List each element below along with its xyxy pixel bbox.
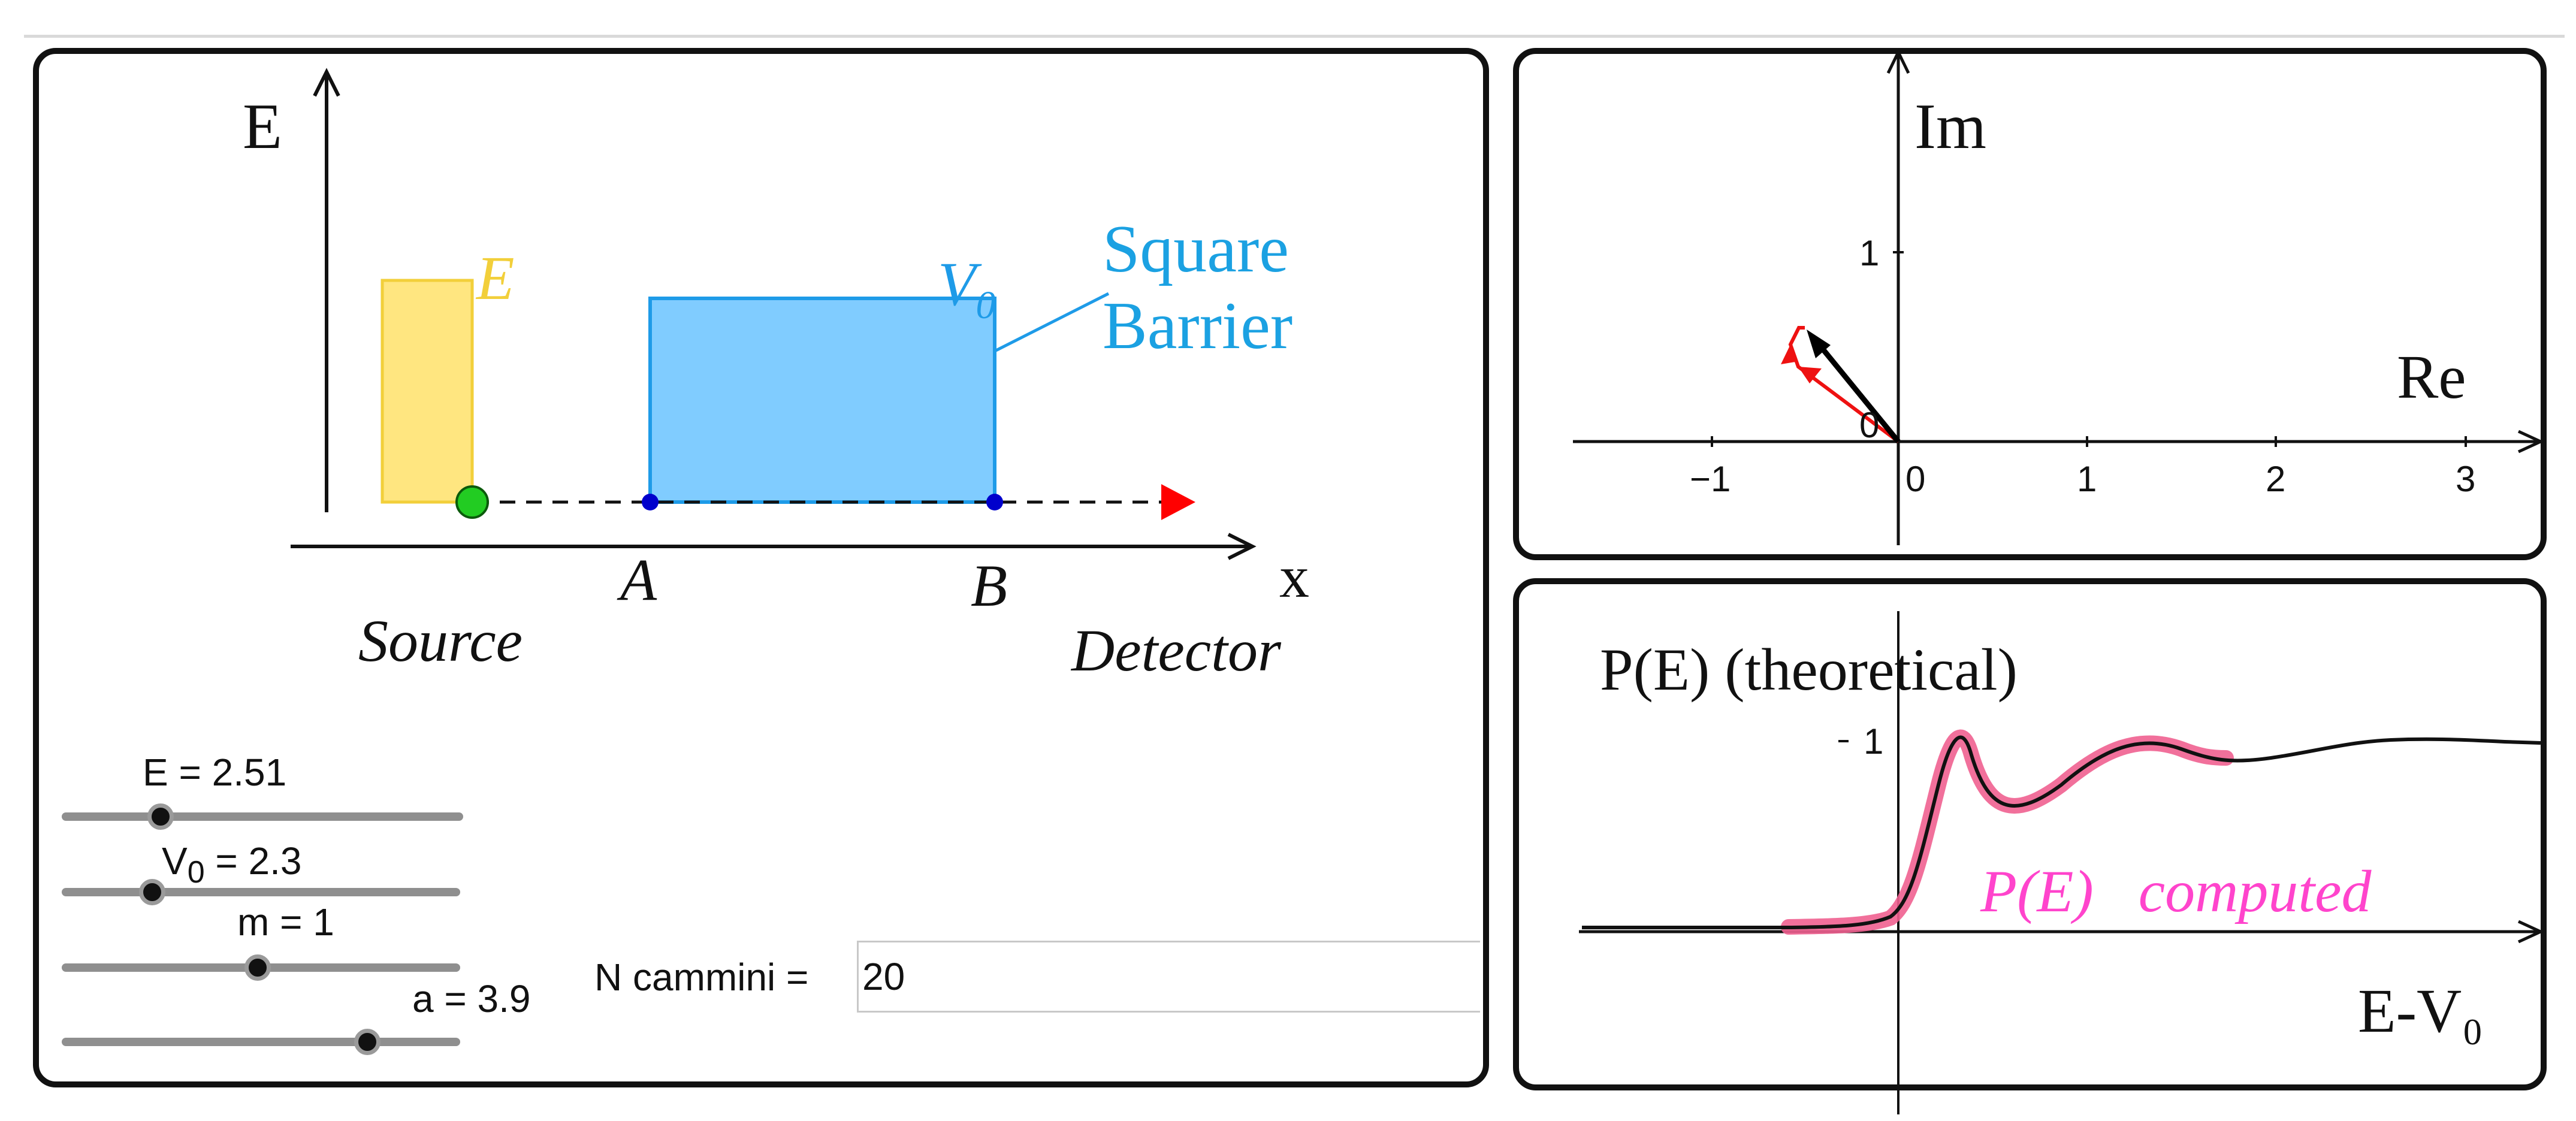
slider-label-mass: m = 1 — [237, 901, 334, 944]
slider-knob-energy[interactable] — [147, 803, 174, 830]
point-b-dot — [986, 494, 1003, 510]
resultant-vector — [1813, 339, 1901, 443]
source-point[interactable] — [455, 485, 489, 519]
im-axis-label: Im — [1914, 91, 1986, 162]
detector-arrow — [1161, 484, 1195, 520]
path-vector-arrow-1 — [1798, 367, 1822, 383]
re-tick-label-1: 1 — [2077, 459, 2097, 499]
im-axis-arrow — [1886, 49, 1910, 74]
re-axis-label: Re — [2397, 343, 2466, 412]
n-cammini-label: N cammini = — [594, 956, 809, 999]
barrier-caption-line — [995, 292, 1110, 352]
point-b-label: B — [971, 552, 1008, 619]
pe-x-axis-arrow — [2517, 920, 2544, 944]
point-a-label: A — [620, 546, 657, 613]
complex-plane-panel — [1513, 48, 2547, 560]
slider-label-width: a = 3.9 — [412, 977, 531, 1020]
energy-axis-arrow — [313, 68, 340, 97]
pe-title: P(E) (theoretical) — [1600, 636, 2018, 703]
n-cammini-input[interactable] — [857, 941, 1480, 1013]
position-axis-label: x — [1279, 543, 1309, 610]
re-tick-label-neg1: −1 — [1690, 459, 1731, 499]
origin-label: 0 — [1859, 405, 1880, 445]
source-label: Source — [358, 608, 523, 674]
point-a-dot — [642, 494, 659, 510]
energy-bar — [380, 279, 474, 504]
re-tick-label-0: 0 — [1905, 459, 1926, 499]
re-axis-arrow — [2517, 430, 2544, 454]
re-tick-label-2: 2 — [2266, 459, 2286, 499]
probability-panel — [1513, 578, 2547, 1090]
slider-knob-mass[interactable] — [244, 954, 271, 981]
pe-x-axis-label: E-V₀ — [2358, 977, 2484, 1046]
position-axis-arrow — [1227, 533, 1257, 560]
pe-y-tick-label: 1 — [1864, 721, 1884, 762]
energy-symbol: E — [476, 244, 515, 313]
slider-knob-width[interactable] — [354, 1029, 380, 1055]
computed-label: P(E) computed — [1980, 858, 2372, 924]
barrier-panel — [33, 48, 1489, 1087]
barrier-symbol: V0 — [938, 250, 996, 327]
re-tick-label-3: 3 — [2456, 459, 2476, 499]
detector-label: Detector — [1071, 617, 1281, 684]
energy-axis-label: E — [243, 91, 282, 162]
top-divider — [24, 35, 2565, 38]
path-vector-arrow-2 — [1781, 345, 1795, 364]
square-barrier — [648, 297, 996, 504]
slider-label-v0: V0 = 2.3 — [162, 839, 302, 890]
theoretical-curve — [1582, 735, 2541, 929]
im-tick-label-1: 1 — [1859, 233, 1880, 273]
slider-knob-v0[interactable] — [139, 879, 165, 905]
resultant-vector-arrow — [1807, 330, 1831, 358]
slider-label-energy: E = 2.51 — [143, 751, 287, 794]
